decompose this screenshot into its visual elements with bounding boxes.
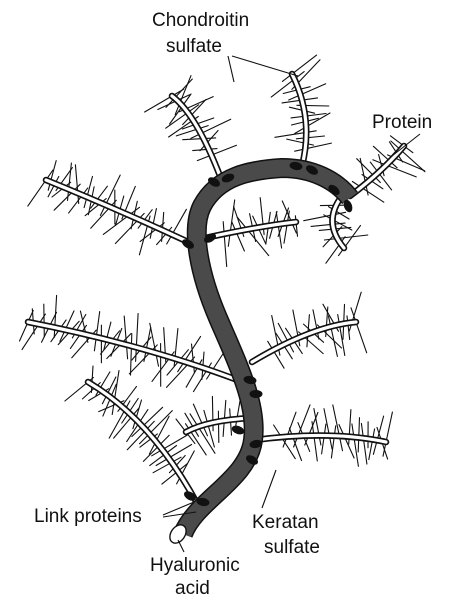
link-protein [231, 424, 246, 436]
gag-chain [75, 165, 78, 204]
gag-chain [131, 334, 132, 375]
gag-chain [352, 424, 359, 466]
label-chondroitin-line2: sulfate [166, 36, 222, 57]
gag-chain [369, 429, 375, 460]
core-protein [205, 222, 296, 238]
gag-chain [339, 425, 354, 458]
gag-chain [295, 143, 332, 151]
gag-chain [312, 422, 317, 461]
gag-chain [274, 425, 296, 459]
gag-chain [294, 405, 310, 447]
gag-chain [223, 222, 227, 267]
gag-chain [232, 222, 245, 251]
gag-chain [287, 139, 314, 145]
gag-chain [383, 412, 392, 456]
leader-keratan [262, 470, 276, 508]
label-hyaluronic-line2: acid [175, 578, 210, 596]
leader-protein [392, 134, 420, 156]
gag-chain [361, 423, 367, 464]
leader-chondroitin-right [232, 56, 298, 76]
gag-chain [193, 149, 217, 151]
gag-chain [311, 223, 345, 226]
leader-chondroitin-left [228, 56, 234, 82]
gag-chain [324, 235, 367, 240]
label-protein: Protein [372, 112, 432, 133]
label-chondroitin-line1: Chondroitin [152, 10, 249, 31]
gag-chain [304, 212, 346, 220]
label-link-proteins: Link proteins [34, 506, 142, 527]
gag-chain [275, 131, 316, 138]
gag-chain [373, 416, 383, 454]
gag-chain [296, 136, 324, 139]
label-keratan-line2: sulfate [264, 537, 320, 558]
label-hyaluronic-line1: Hyaluronic [150, 555, 240, 576]
label-keratan-line1: Keratan [252, 512, 319, 533]
gag-chain [44, 304, 45, 337]
link-protein [250, 390, 263, 398]
gag-chain [331, 426, 335, 458]
gag-chain [237, 217, 269, 256]
gag-chain [351, 308, 367, 353]
gag-chain [347, 316, 350, 340]
gag-chain [282, 201, 296, 233]
gag-chain [322, 424, 326, 454]
label-group: Chondroitin sulfate Protein Link protein… [34, 10, 432, 596]
core-protein [46, 180, 201, 248]
